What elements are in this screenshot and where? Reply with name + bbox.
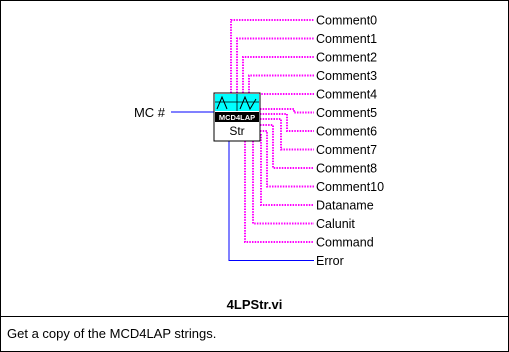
comment6-wire [260, 113, 314, 132]
comment10-wire [260, 130, 314, 188]
output-label-comment1: Comment1 [316, 32, 377, 46]
vi-description: Get a copy of the MCD4LAP strings. [7, 326, 217, 341]
vi-icon-waveform [216, 95, 257, 111]
vi-icon-title-bar [215, 112, 259, 122]
output-label-dataname: Dataname [316, 199, 374, 213]
divider [1, 316, 508, 317]
error-wire [228, 141, 314, 261]
output-label-comment3: Comment3 [316, 69, 377, 83]
calunit-wire [252, 141, 314, 225]
comment7-wire [260, 118, 314, 151]
command-wire [244, 141, 314, 243]
comment0-wire [230, 19, 314, 93]
comment2-wire [242, 56, 314, 93]
comment1-wire [236, 37, 314, 93]
output-label-comment5: Comment5 [316, 106, 377, 120]
output-label-comment7: Comment7 [316, 143, 377, 157]
comment5-wire [260, 108, 314, 114]
connector-diagram: MC # Comment0Comment1Comment2Comment3Comm… [134, 14, 384, 269]
output-label-comment4: Comment4 [316, 88, 377, 102]
output-label-error: Error [316, 254, 344, 268]
output-label-comment0: Comment0 [316, 14, 377, 28]
output-label-command: Command [316, 236, 374, 250]
vi-icon-label-top: MCD4LAP [219, 113, 255, 122]
vi-icon: MCD4LAP Str [213, 92, 261, 142]
dataname-wire [260, 134, 314, 206]
output-label-comment10: Comment10 [316, 180, 384, 194]
vi-name: 4LPStr.vi [226, 297, 283, 312]
output-label-calunit: Calunit [316, 217, 355, 231]
comment8-wire [260, 124, 314, 169]
output-label-comment6: Comment6 [316, 125, 377, 139]
comment3-wire [248, 74, 314, 93]
vi-icon-label-bottom: Str [229, 124, 244, 138]
output-label-comment8: Comment8 [316, 162, 377, 176]
output-label-comment2: Comment2 [316, 51, 377, 65]
comment4-wire [256, 93, 314, 141]
input-label-mc: MC # [134, 105, 166, 120]
